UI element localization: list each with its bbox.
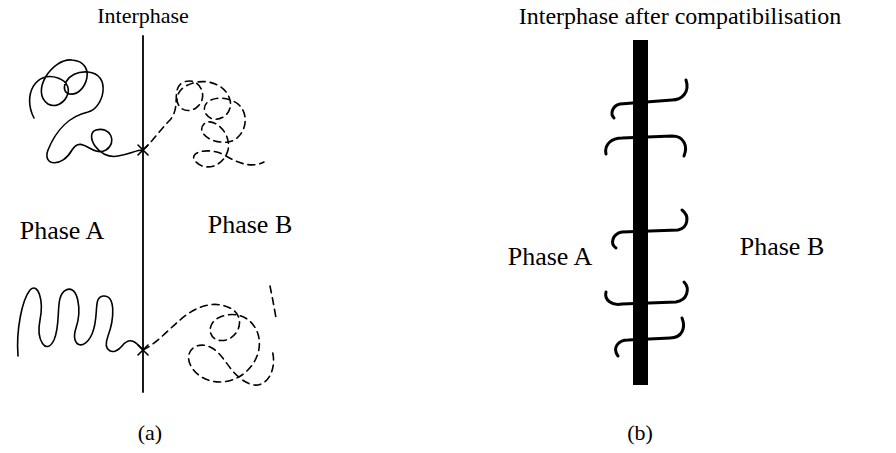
compatibiliser-chain	[613, 210, 687, 248]
compatibiliser-chain	[616, 318, 684, 356]
polymer-chain-a	[18, 288, 143, 356]
cross-mark	[138, 345, 148, 355]
compatibiliser-chain	[606, 282, 688, 304]
polymer-chain-b	[270, 286, 276, 318]
interphase-bar	[633, 40, 648, 385]
interface-line	[142, 36, 144, 392]
polymer-chain-b	[143, 81, 264, 167]
phase-label: Phase A	[508, 242, 593, 272]
panel-letter: (b)	[627, 420, 653, 445]
phase-label: Phase A	[20, 216, 105, 246]
polymer-chain-b	[143, 304, 274, 385]
panel-letter: (a)	[138, 420, 162, 445]
panel-heading: Interphase after compatibilisation	[519, 3, 842, 31]
phase-label: Phase B	[208, 210, 293, 240]
compatibiliser-chain	[606, 136, 686, 156]
cross-mark	[138, 145, 148, 155]
panel-heading: Interphase	[97, 3, 189, 28]
polymer-chain-a	[30, 60, 143, 163]
compatibiliser-chain	[612, 80, 687, 118]
panel-b	[606, 40, 688, 385]
phase-label: Phase B	[740, 232, 825, 262]
